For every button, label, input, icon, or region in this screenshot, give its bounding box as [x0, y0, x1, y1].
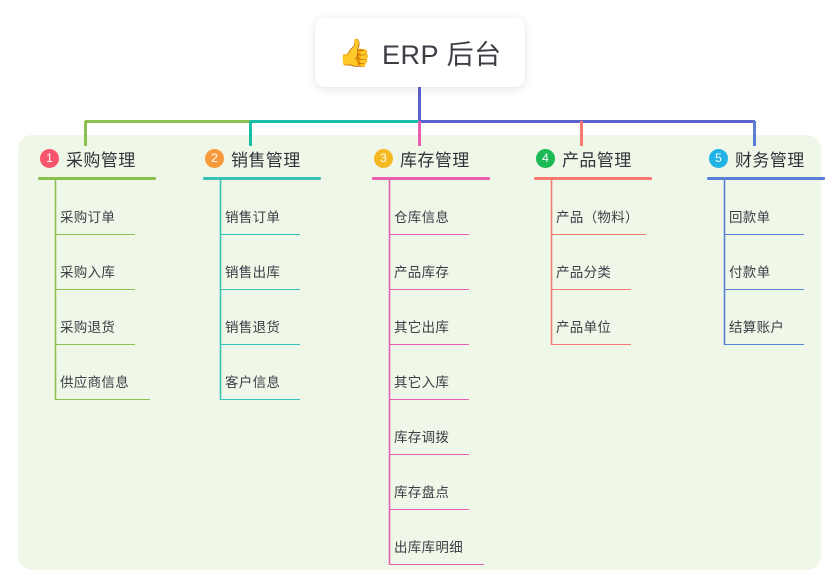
leaf-underline [55, 398, 150, 400]
root-node[interactable]: 👍 ERP 后台 [315, 18, 525, 87]
leaf-item[interactable]: 客户信息 [203, 345, 321, 400]
leaf-item[interactable]: 结算账户 [707, 290, 825, 345]
column-header-5[interactable]: 5 财务管理 [707, 145, 825, 171]
leaf-item[interactable]: 库存调拨 [372, 400, 490, 455]
leaf-label: 采购订单 [60, 210, 116, 225]
leaf-label: 其它出库 [394, 320, 450, 335]
leaf-label: 采购入库 [60, 265, 116, 280]
leaf-label: 付款单 [729, 265, 771, 280]
leaf-item[interactable]: 供应商信息 [38, 345, 156, 400]
column-header-2[interactable]: 2 销售管理 [203, 145, 321, 171]
leaf-label: 出库库明细 [394, 540, 463, 555]
leaf-item[interactable]: 销售出库 [203, 235, 321, 290]
column-badge-2: 2 [205, 148, 224, 168]
leaf-item[interactable]: 库存盘点 [372, 455, 490, 510]
leaf-underline [55, 343, 135, 345]
column-header-3[interactable]: 3 库存管理 [372, 145, 490, 171]
column-underline [372, 177, 490, 180]
column-underline [534, 177, 652, 180]
leaf-label: 供应商信息 [60, 375, 129, 390]
leaf-underline [55, 233, 135, 235]
leaf-label: 产品单位 [556, 320, 612, 335]
leaf-list: 回款单付款单结算账户 [707, 180, 825, 345]
leaf-underline [220, 398, 300, 400]
column-header-4[interactable]: 4 产品管理 [534, 145, 652, 171]
leaf-list: 采购订单采购入库采购退货供应商信息 [38, 180, 156, 400]
leaf-label: 客户信息 [225, 375, 281, 390]
leaf-item[interactable]: 回款单 [707, 180, 825, 235]
leaf-item[interactable]: 采购订单 [38, 180, 156, 235]
leaf-underline [551, 343, 631, 345]
leaf-list: 产品（物料） 产品分类产品单位 [534, 180, 652, 345]
leaf-item[interactable]: 出库库明细 [372, 510, 490, 565]
column-title: 采购管理 [66, 150, 136, 170]
root-title: ERP 后台 [382, 40, 502, 70]
leaf-label: 仓库信息 [394, 210, 450, 225]
column-underline [203, 177, 321, 180]
leaf-underline [724, 343, 804, 345]
leaf-underline [220, 233, 300, 235]
leaf-underline [220, 343, 300, 345]
leaf-underline [551, 288, 631, 290]
leaf-list: 仓库信息产品库存其它出库其它入库库存调拨库存盘点出库库明细 [372, 180, 490, 565]
leaf-underline [389, 453, 469, 455]
column-title: 库存管理 [400, 150, 470, 170]
leaf-underline [724, 288, 804, 290]
column-badge-3: 3 [374, 148, 393, 168]
leaf-item[interactable]: 采购退货 [38, 290, 156, 345]
leaf-label: 库存盘点 [394, 485, 450, 500]
leaf-underline [551, 233, 646, 235]
leaf-label: 销售出库 [225, 265, 281, 280]
leaf-underline [389, 288, 469, 290]
diagram-panel [18, 135, 821, 570]
column-badge-4: 4 [536, 148, 555, 168]
column-badge-1: 1 [40, 148, 59, 168]
thumbs-up-icon: 👍 [338, 38, 373, 68]
column-title: 财务管理 [735, 150, 805, 170]
leaf-label: 其它入库 [394, 375, 450, 390]
leaf-underline [389, 398, 469, 400]
leaf-item[interactable]: 产品（物料） [534, 180, 652, 235]
column-header-1[interactable]: 1 采购管理 [38, 145, 156, 171]
leaf-list: 销售订单销售出库销售退货客户信息 [203, 180, 321, 400]
leaf-underline [220, 288, 300, 290]
leaf-underline [55, 288, 135, 290]
leaf-label: 产品（物料） [556, 210, 639, 225]
leaf-item[interactable]: 仓库信息 [372, 180, 490, 235]
leaf-underline [389, 508, 469, 510]
leaf-label: 库存调拨 [394, 430, 450, 445]
leaf-item[interactable]: 其它入库 [372, 345, 490, 400]
leaf-item[interactable]: 其它出库 [372, 290, 490, 345]
leaf-item[interactable]: 销售退货 [203, 290, 321, 345]
column-badge-5: 5 [709, 148, 728, 168]
leaf-item[interactable]: 产品分类 [534, 235, 652, 290]
leaf-underline [389, 233, 469, 235]
column-underline [38, 177, 156, 180]
column-4: 4 产品管理产品（物料） 产品分类产品单位 [534, 145, 652, 345]
leaf-item[interactable]: 销售订单 [203, 180, 321, 235]
column-title: 销售管理 [231, 150, 301, 170]
column-2: 2 销售管理销售订单销售出库销售退货客户信息 [203, 145, 321, 400]
leaf-item[interactable]: 采购入库 [38, 235, 156, 290]
leaf-label: 销售退货 [225, 320, 281, 335]
column-3: 3 库存管理仓库信息产品库存其它出库其它入库库存调拨库存盘点出库库明细 [372, 145, 490, 565]
leaf-item[interactable]: 产品单位 [534, 290, 652, 345]
leaf-underline [724, 233, 804, 235]
column-underline [707, 177, 825, 180]
leaf-label: 产品分类 [556, 265, 612, 280]
leaf-label: 结算账户 [729, 320, 785, 335]
leaf-label: 采购退货 [60, 320, 116, 335]
column-title: 产品管理 [562, 150, 632, 170]
leaf-label: 回款单 [729, 210, 771, 225]
leaf-underline [389, 343, 469, 345]
leaf-item[interactable]: 付款单 [707, 235, 825, 290]
column-1: 1 采购管理采购订单采购入库采购退货供应商信息 [38, 145, 156, 400]
leaf-underline [389, 563, 484, 565]
leaf-label: 销售订单 [225, 210, 281, 225]
leaf-item[interactable]: 产品库存 [372, 235, 490, 290]
leaf-label: 产品库存 [394, 265, 450, 280]
column-5: 5 财务管理回款单付款单结算账户 [707, 145, 825, 345]
